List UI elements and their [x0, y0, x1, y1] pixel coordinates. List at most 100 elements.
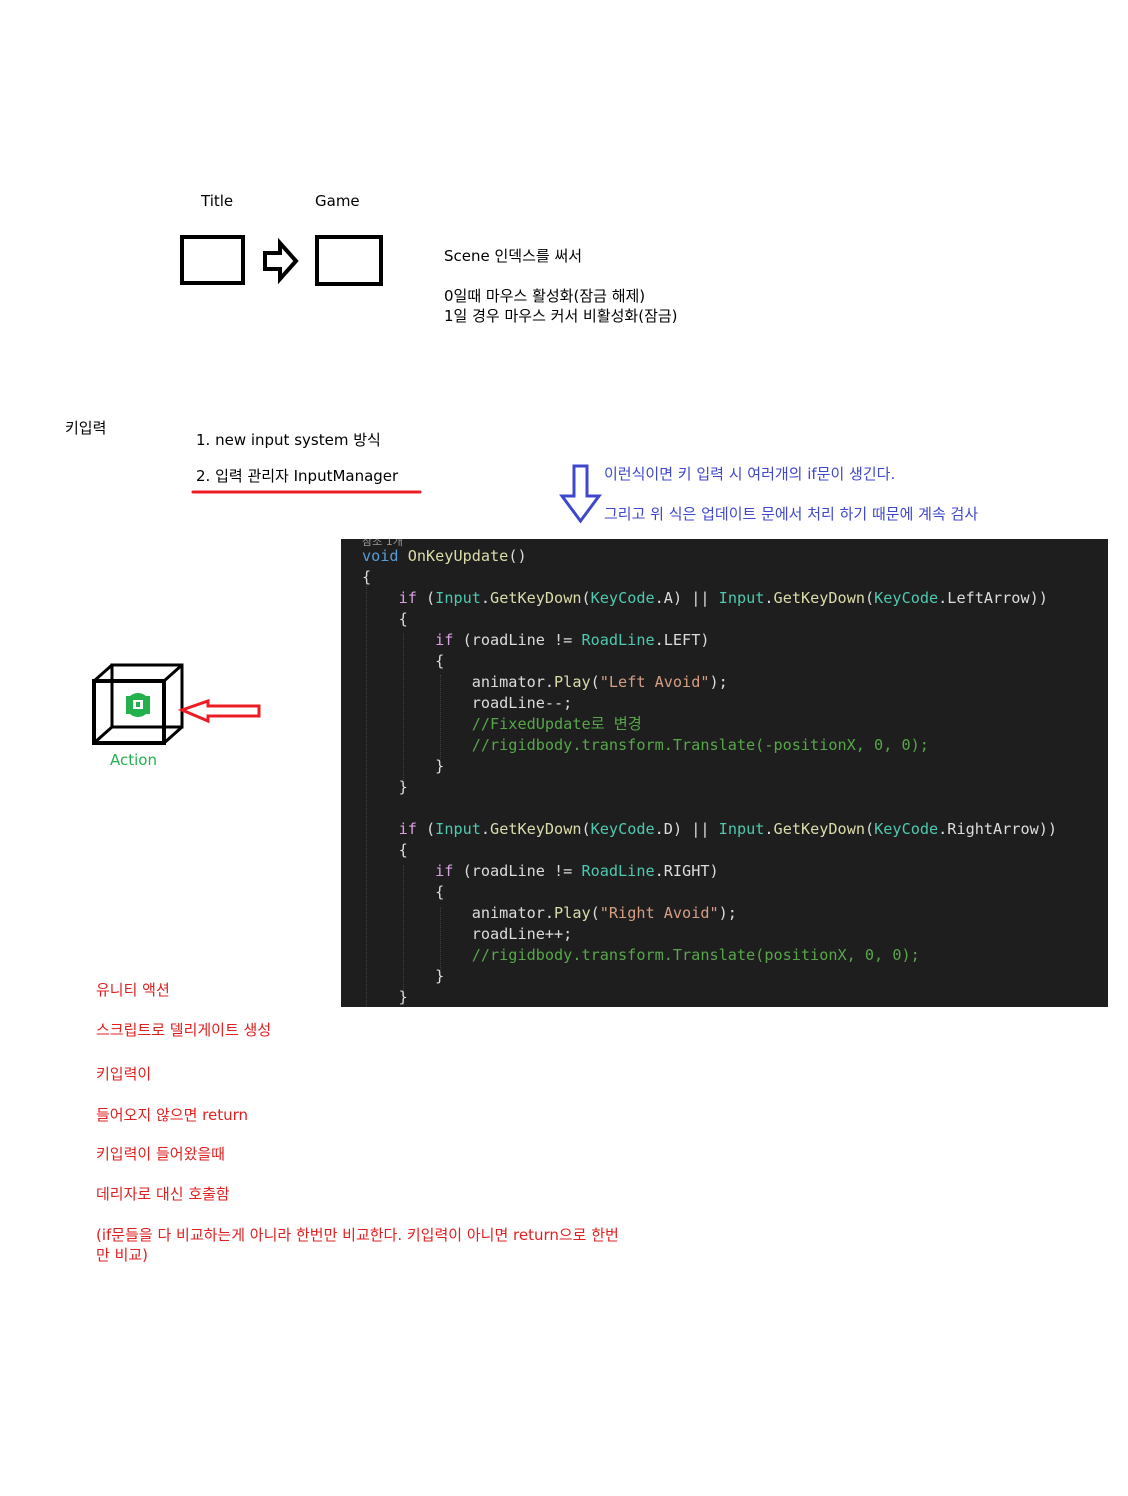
code-line: roadLine++;	[362, 924, 1057, 945]
code-token: GetKeyDown	[490, 589, 582, 607]
code-token: "Right Avoid"	[599, 904, 719, 922]
code-line: {	[362, 609, 1057, 630]
code-token: }	[362, 967, 445, 985]
code-token: (	[590, 673, 600, 691]
code-token: (	[590, 904, 600, 922]
code-token: (	[864, 820, 875, 838]
code-token: }	[362, 988, 408, 1006]
code-line: }	[362, 987, 1057, 1007]
code-token	[362, 631, 435, 649]
code-token: KeyCode	[590, 820, 655, 838]
red-note-return: 들어오지 않으면 return	[96, 1106, 249, 1124]
action-cube-icon	[92, 663, 261, 745]
code-token: {	[362, 568, 372, 586]
code-token	[362, 589, 399, 607]
code-token	[362, 946, 472, 964]
code-token: .RIGHT)	[654, 862, 719, 880]
code-token: roadLine--;	[362, 694, 573, 712]
code-token: Play	[554, 673, 591, 691]
code-token: "Left Avoid"	[599, 673, 710, 691]
code-line: }	[362, 756, 1057, 777]
indent-guide	[403, 633, 404, 780]
code-line: }	[362, 777, 1057, 798]
code-token: .D) ||	[654, 820, 719, 838]
code-line: //rigidbody.transform.Translate(-positio…	[362, 735, 1057, 756]
code-token: GetKeyDown	[773, 589, 865, 607]
title-scene-label: Title	[201, 192, 234, 210]
code-token	[362, 715, 472, 733]
code-token: .LeftArrow))	[938, 589, 1048, 607]
code-token: }	[362, 778, 408, 796]
blue-note-update-check: 그리고 위 식은 업데이트 문에서 처리 하기 때문에 계속 검사	[604, 505, 979, 523]
code-token: (	[581, 820, 591, 838]
code-token: if	[398, 820, 417, 838]
title-scene-box	[180, 235, 245, 285]
code-line: if (Input.GetKeyDown(KeyCode.D) || Input…	[362, 819, 1057, 840]
code-token	[399, 547, 408, 565]
indent-guide	[403, 865, 404, 1005]
code-token: if	[435, 631, 454, 649]
scene-index-note: Scene 인덱스를 써서	[444, 247, 583, 265]
code-token: Input	[718, 820, 765, 838]
code-token: {	[362, 841, 408, 859]
code-token: KeyCode	[874, 589, 939, 607]
code-token: //rigidbody.transform.Translate(-positio…	[471, 736, 929, 754]
code-token: Input	[718, 589, 765, 607]
code-token: }	[362, 757, 445, 775]
code-token: KeyCode	[874, 820, 939, 838]
code-line: //FixedUpdate로 변경	[362, 714, 1057, 735]
code-token	[362, 736, 472, 754]
code-line: void OnKeyUpdate()	[362, 546, 1057, 567]
code-token: GetKeyDown	[490, 820, 582, 838]
code-token: );	[718, 904, 737, 922]
code-line: {	[362, 840, 1057, 861]
reference-hint: 참조 1개	[362, 539, 403, 548]
code-token: Input	[435, 820, 481, 838]
code-token: (	[864, 589, 875, 607]
indent-guide	[440, 675, 441, 759]
code-line: {	[362, 651, 1057, 672]
code-token: GetKeyDown	[773, 820, 865, 838]
code-line: {	[362, 882, 1057, 903]
blue-down-arrow-icon	[559, 464, 602, 524]
code-line: }	[362, 966, 1057, 987]
code-token: .A) ||	[654, 589, 719, 607]
indent-guide	[440, 907, 441, 970]
code-line	[362, 798, 1057, 819]
mouse-lock-note: 1일 경우 마우스 커서 비활성화(잠금)	[444, 307, 678, 325]
code-token: RoadLine	[581, 862, 655, 880]
code-token: .	[764, 820, 774, 838]
game-scene-box	[315, 235, 383, 286]
code-token: Input	[435, 589, 481, 607]
code-lines: void OnKeyUpdate(){ if (Input.GetKeyDown…	[362, 546, 1057, 1007]
code-line: {	[362, 567, 1057, 588]
code-line: animator.Play("Right Avoid");	[362, 903, 1057, 924]
mouse-unlock-note: 0일때 마우스 활성화(잠금 해제)	[444, 287, 646, 305]
code-token: //rigidbody.transform.Translate(position…	[471, 946, 920, 964]
code-token: {	[362, 883, 445, 901]
input-option-input-manager: 2. 입력 관리자 InputManager	[196, 467, 399, 485]
code-line: roadLine--;	[362, 693, 1057, 714]
code-token: //FixedUpdate로 변경	[471, 715, 642, 733]
code-token: .	[480, 820, 491, 838]
red-underline	[191, 490, 422, 494]
right-arrow-icon	[263, 237, 299, 285]
code-token: KeyCode	[590, 589, 655, 607]
red-note-compare-once: (if문들을 다 비교하는게 아니라 한번만 비교한다. 키입력이 아니면 re…	[96, 1226, 619, 1244]
code-token: .	[764, 589, 774, 607]
code-token: .LEFT)	[654, 631, 710, 649]
code-token: void	[362, 547, 399, 565]
red-left-arrow-icon	[177, 698, 261, 724]
code-token: roadLine++;	[362, 925, 573, 943]
code-token: (	[416, 589, 436, 607]
code-line: if (Input.GetKeyDown(KeyCode.A) || Input…	[362, 588, 1057, 609]
code-token: RoadLine	[581, 631, 655, 649]
code-token: if	[398, 589, 417, 607]
code-token: Play	[554, 904, 591, 922]
code-token: (	[581, 589, 591, 607]
code-token: ()	[508, 547, 527, 565]
input-option-new-system: 1. new input system 방식	[196, 431, 381, 449]
code-token: .	[480, 589, 491, 607]
red-note-key-input: 키입력이	[96, 1065, 152, 1083]
red-note-delegate: 스크립트로 델리게이트 생성	[96, 1021, 272, 1039]
